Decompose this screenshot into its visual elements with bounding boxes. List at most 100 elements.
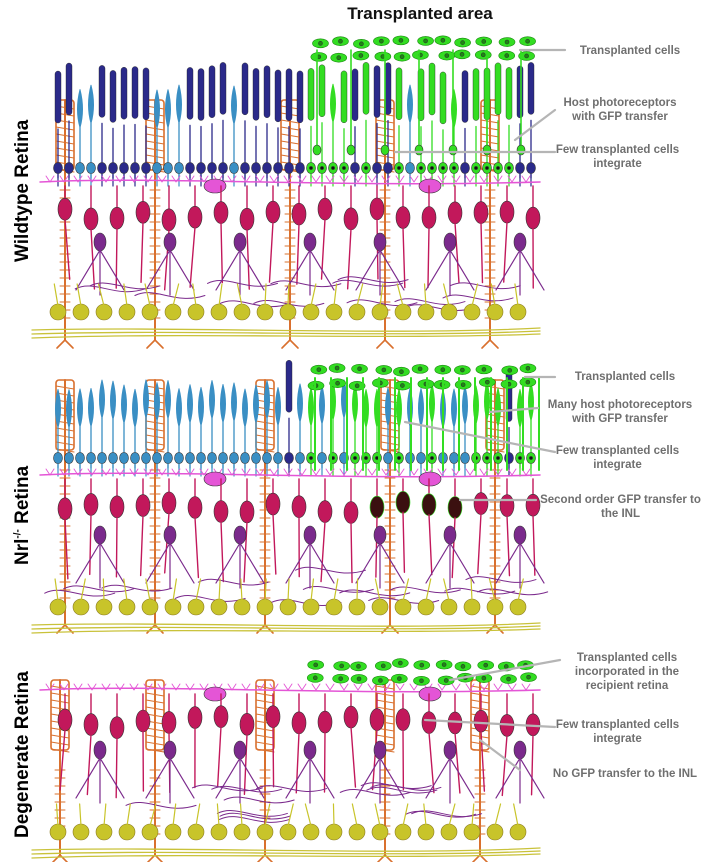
transplanted-cell-nucleus bbox=[378, 678, 383, 683]
transplanted-cell-nucleus bbox=[460, 382, 466, 388]
outer-plexiform-layer bbox=[39, 687, 541, 693]
bipolar-cell bbox=[239, 207, 255, 231]
photoreceptor-nucleus bbox=[152, 452, 162, 464]
gfp-transfer-marker bbox=[518, 456, 522, 460]
photoreceptor-nucleus bbox=[152, 162, 162, 174]
muller-glia-process bbox=[375, 685, 395, 690]
horizontal-cell-dendrite bbox=[143, 468, 153, 476]
horizontal-cell-dendrite bbox=[199, 683, 209, 691]
ganglion-dendrite bbox=[471, 803, 475, 827]
cone-outer-segment bbox=[77, 388, 83, 429]
nerve-fiber-layer bbox=[31, 327, 541, 332]
horizontal-cell-dendrite bbox=[199, 175, 209, 183]
photoreceptor-nucleus bbox=[207, 452, 217, 464]
bipolar-axon bbox=[427, 226, 430, 289]
muller-glia-process bbox=[470, 692, 490, 697]
muller-glia-process bbox=[280, 147, 300, 152]
photoreceptor-nucleus bbox=[53, 162, 63, 174]
rod-outer-segment bbox=[318, 64, 326, 117]
ganglion-dendrite bbox=[144, 283, 151, 307]
horizontal-cell-dendrite bbox=[241, 683, 251, 691]
horizontal-cell-dendrite bbox=[353, 683, 363, 691]
inner-plexiform-wiring bbox=[346, 299, 418, 307]
amacrine-cell bbox=[163, 232, 177, 252]
cone-outer-segment bbox=[253, 384, 259, 426]
rod-outer-segment bbox=[307, 68, 315, 121]
gfp-transfer-marker bbox=[474, 166, 478, 170]
ganglion-dendrite bbox=[264, 283, 267, 307]
bipolar-axon bbox=[86, 733, 92, 796]
photoreceptor-nucleus bbox=[174, 452, 184, 464]
muller-glia-endfoot bbox=[486, 624, 504, 634]
transplanted-cell-nucleus bbox=[444, 53, 450, 58]
ganglion-dendrite bbox=[195, 803, 201, 827]
horizontal-cell-dendrite bbox=[325, 468, 335, 476]
rod-outer-segment bbox=[340, 70, 348, 124]
horizontal-cell-dendrite bbox=[507, 175, 517, 183]
amacrine-process bbox=[145, 542, 195, 589]
ganglion-dendrite bbox=[402, 803, 409, 827]
ganglion-dendrite bbox=[172, 803, 177, 827]
integrated-gfp-cell bbox=[414, 144, 424, 156]
photoreceptor-nucleus bbox=[405, 162, 415, 174]
horizontal-cell-dendrite bbox=[479, 175, 489, 183]
bipolar-cell bbox=[291, 711, 307, 735]
rod-outer-segment bbox=[219, 62, 227, 115]
cone-outer-segment bbox=[143, 379, 149, 420]
amacrine-process bbox=[215, 249, 265, 296]
cone-outer-segment bbox=[451, 388, 457, 430]
bipolar-cell bbox=[239, 500, 255, 524]
bipolar-axon bbox=[530, 734, 534, 796]
muller-glia-process bbox=[480, 126, 500, 131]
inner-plexiform-wiring bbox=[442, 294, 514, 302]
bipolar-axon bbox=[371, 728, 378, 791]
ganglion-dendrite bbox=[80, 578, 86, 602]
bipolar-axon bbox=[194, 516, 200, 579]
muller-glia-process bbox=[480, 154, 500, 159]
transplanted-cell-nucleus bbox=[441, 662, 447, 667]
horizontal-cell-dendrite bbox=[157, 175, 167, 183]
integrated-gfp-cell bbox=[346, 144, 356, 156]
transplanted-cell-nucleus bbox=[506, 676, 511, 682]
amacrine-process bbox=[285, 249, 335, 296]
pointer-no-gfp-3 bbox=[478, 738, 522, 772]
bipolar-axon bbox=[402, 226, 406, 289]
horizontal-cell-dendrite bbox=[437, 175, 447, 183]
photoreceptor-nucleus bbox=[240, 452, 250, 464]
bipolar-cell bbox=[317, 500, 333, 523]
muller-glia-process bbox=[255, 692, 275, 697]
photoreceptor-nucleus bbox=[449, 452, 459, 464]
muller-glia-process bbox=[145, 699, 165, 704]
ganglion-dendrite bbox=[76, 283, 82, 307]
annotation-no-gfp-inl-3: No GFP transfer to the INL bbox=[552, 768, 698, 780]
gfp-transfer-marker bbox=[309, 456, 313, 460]
muller-glia-process bbox=[375, 699, 395, 704]
ganglion-dendrite bbox=[240, 578, 243, 602]
muller-glia-endfoot bbox=[51, 854, 69, 862]
horizontal-cell-dendrite bbox=[143, 175, 153, 183]
nerve-fiber-layer bbox=[31, 622, 541, 627]
transplanted-cell-nucleus bbox=[525, 38, 530, 44]
photoreceptor-nucleus bbox=[460, 452, 470, 464]
muller-glia-process bbox=[145, 147, 165, 152]
cone-outer-segment bbox=[462, 386, 468, 427]
transplanted-cell-nucleus bbox=[336, 55, 342, 61]
cone-outer-segment bbox=[198, 386, 204, 428]
ganglion-dendrite bbox=[239, 803, 243, 827]
horizontal-cell-dendrite bbox=[297, 468, 307, 476]
bipolar-axon bbox=[115, 516, 118, 578]
horizontal-cell-dendrite bbox=[269, 468, 279, 476]
cone-outer-segment bbox=[407, 84, 413, 125]
inner-plexiform-wiring bbox=[449, 282, 521, 290]
rod-outer-segment bbox=[208, 65, 216, 118]
muller-glia-process bbox=[145, 413, 165, 418]
horizontal-cell-dendrite bbox=[479, 468, 489, 476]
photoreceptor-nucleus bbox=[86, 452, 96, 464]
muller-glia-process bbox=[485, 427, 505, 432]
horizontal-cell-dendrite bbox=[185, 468, 195, 476]
photoreceptor-nucleus bbox=[295, 452, 305, 464]
muller-glia-process bbox=[255, 727, 275, 732]
muller-glia-process bbox=[480, 133, 500, 138]
transplanted-cell-nucleus bbox=[398, 38, 404, 43]
amacrine-process bbox=[355, 542, 405, 589]
